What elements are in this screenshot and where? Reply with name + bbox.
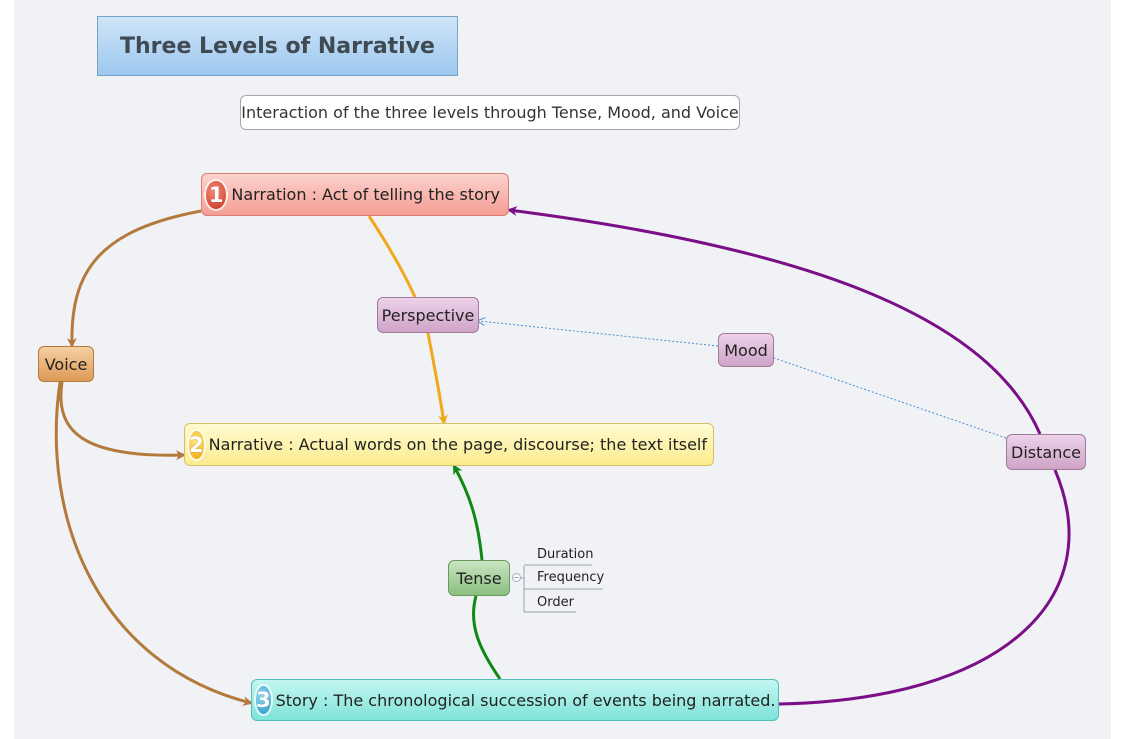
story-label: Story : The chronological succession of … xyxy=(275,690,776,710)
narrative-node[interactable]: 2 Narrative : Actual words on the page, … xyxy=(184,423,714,466)
level-1-badge-icon: 1 xyxy=(206,180,227,209)
level-3-badge-icon: 3 xyxy=(256,686,271,714)
diagram-title[interactable]: Three Levels of Narrative xyxy=(97,16,458,76)
story-node[interactable]: 3 Story : The chronological succession o… xyxy=(251,679,779,721)
level-2-badge-icon: 2 xyxy=(189,430,204,459)
perspective-node[interactable]: Perspective xyxy=(377,297,479,333)
link-distance-to-narration xyxy=(507,206,1042,435)
diagram-subtitle[interactable]: Interaction of the three levels through … xyxy=(240,95,740,130)
link-tense-to-narrative xyxy=(452,464,484,561)
link-story-to-distance xyxy=(778,469,1071,706)
mood-node[interactable]: Mood xyxy=(718,333,774,367)
tense-node[interactable]: Tense xyxy=(448,560,510,596)
distance-node[interactable]: Distance xyxy=(1006,434,1086,470)
collapse-toggle-icon[interactable]: − xyxy=(512,573,521,582)
narrative-label: Narrative : Actual words on the page, di… xyxy=(208,435,708,454)
narration-node[interactable]: 1 Narration : Act of telling the story xyxy=(201,173,509,216)
link-voice-to-story xyxy=(54,381,253,706)
tense-subtopic-order[interactable]: Order xyxy=(537,595,574,610)
tense-subtopic-frequency[interactable]: Frequency xyxy=(537,570,605,585)
voice-node[interactable]: Voice xyxy=(38,346,94,382)
link-distance-to-mood xyxy=(773,357,1007,439)
link-narration-to-voice xyxy=(66,209,202,348)
link-story-to-tense xyxy=(472,595,502,680)
link-perspective-to-narrative xyxy=(426,332,448,425)
link-mood-to-perspective xyxy=(479,321,719,347)
tense-subtopic-connector xyxy=(521,566,525,612)
link-narration-to-perspective xyxy=(367,215,417,298)
tense-subtopic-duration[interactable]: Duration xyxy=(537,547,594,562)
link-voice-to-narrative xyxy=(59,381,186,461)
narration-label: Narration : Act of telling the story xyxy=(231,185,500,204)
